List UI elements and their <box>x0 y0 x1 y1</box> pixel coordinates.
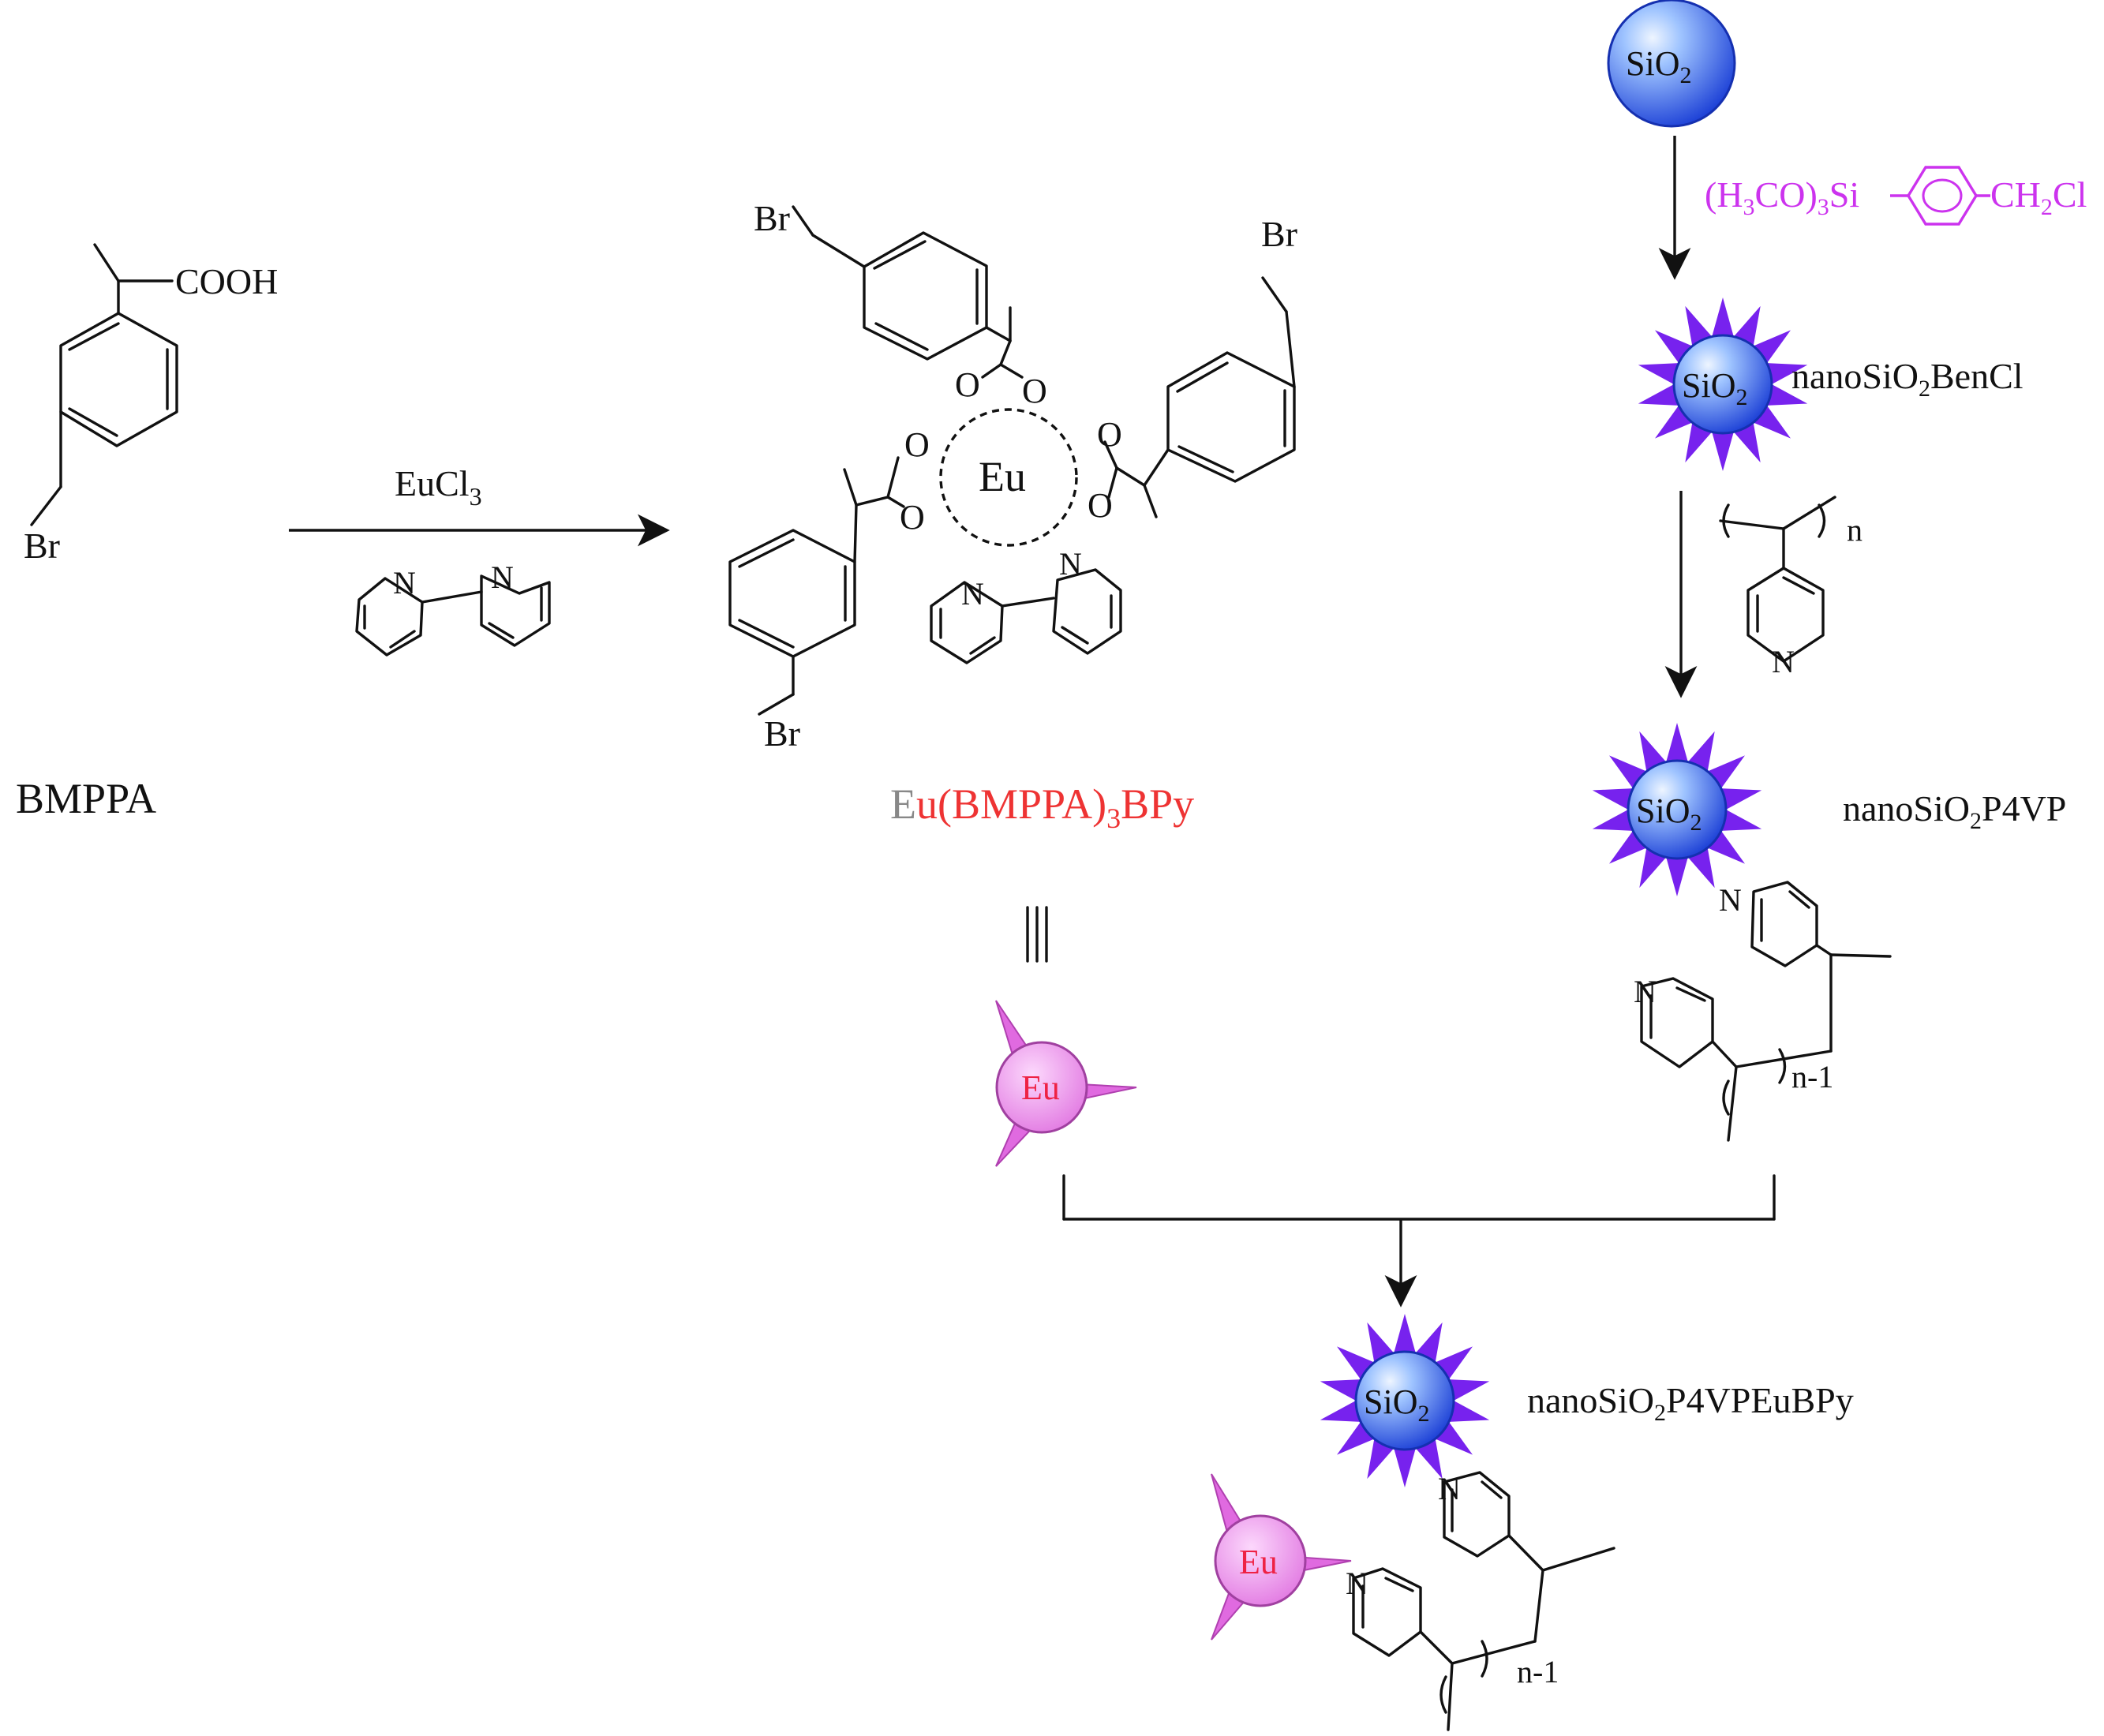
silica-sphere <box>1672 334 1773 435</box>
n-minus-1-label: n-1 <box>1791 1059 1833 1094</box>
sio2-label: SiO2 <box>1626 44 1691 88</box>
eu-icon-label: Eu <box>1021 1068 1060 1107</box>
silica-sphere-top: SiO2 <box>1607 0 1736 128</box>
silica-sphere <box>1627 759 1728 860</box>
br-label: Br <box>754 198 790 238</box>
p4vp-reagent: n N <box>1719 496 1863 679</box>
n-label: N <box>1772 644 1795 679</box>
br-label: Br <box>764 713 800 754</box>
o-label: O <box>1022 372 1047 410</box>
n-subscript-label: n <box>1847 512 1863 548</box>
combine-bracket <box>1062 1174 1776 1308</box>
silica-p4vp-sphere: SiO2 <box>1592 723 1762 896</box>
equivalence-sign <box>1026 906 1048 963</box>
reaction-arrow-1: EuCl3 N N <box>289 463 670 657</box>
cooh-label: COOH <box>175 261 278 301</box>
linker-right-label: CH2Cl <box>1990 174 2087 220</box>
n-label: N <box>961 576 984 612</box>
complex-name-label: Eu(BMPPA)3BPy <box>890 780 1194 834</box>
o-label: O <box>904 425 930 464</box>
n-label: N <box>1438 1471 1461 1506</box>
br-label: Br <box>24 526 60 566</box>
n-label: N <box>1634 974 1657 1009</box>
n-label: N <box>1719 882 1742 918</box>
eu-complex-icon: Eu <box>995 1000 1137 1167</box>
silica-benzyl-chloride-sphere: SiO2 <box>1638 297 1808 471</box>
sio2-label: SiO2 <box>1364 1382 1429 1427</box>
eu-complex: Eu Br O O O O Br <box>728 198 1297 1167</box>
bipyridine-reagent: N N <box>355 559 551 657</box>
p4vp-chain-top: N N n-1 <box>1634 881 1892 1142</box>
o-label: O <box>1088 486 1113 525</box>
eu-coordination-circle <box>939 408 1078 547</box>
eu-center-label: Eu <box>979 453 1026 500</box>
n-label: N <box>1059 546 1082 582</box>
nanosio2p4vp-label: nanoSiO2P4VP <box>1843 788 2066 834</box>
bmppa-molecule: COOH Br BMPPA <box>16 243 278 822</box>
sio2-label: SiO2 <box>1636 791 1702 836</box>
chloromethyl-silane-reagent: (H3CO)3Si CH2Cl <box>1705 166 2087 226</box>
eu-icon-label: Eu <box>1239 1543 1278 1581</box>
bmppa-label: BMPPA <box>16 775 156 822</box>
o-label: O <box>900 498 925 537</box>
nanosio2bencl-label: nanoSiO2BenCl <box>1791 356 2024 402</box>
br-label: Br <box>1261 214 1297 254</box>
o-label: O <box>955 365 980 404</box>
final-product-label: nanoSiO2P4VPEuBPy <box>1527 1380 1854 1426</box>
n-label: N <box>491 559 514 595</box>
n-minus-1-label: n-1 <box>1517 1654 1559 1689</box>
eucl3-label: EuCl3 <box>395 463 482 511</box>
linker-left-label: (H3CO)3Si <box>1705 174 1859 220</box>
eu-complex-icon-final: Eu <box>1211 1473 1352 1641</box>
n-label: N <box>1346 1566 1368 1601</box>
silica-final-sphere: SiO2 <box>1320 1314 1490 1487</box>
o-label: O <box>1097 415 1122 454</box>
p4vp-chain-final: N N n-1 <box>1346 1471 1615 1731</box>
n-label: N <box>393 565 416 600</box>
sio2-label: SiO2 <box>1682 366 1747 410</box>
silica-sphere <box>1354 1350 1455 1451</box>
